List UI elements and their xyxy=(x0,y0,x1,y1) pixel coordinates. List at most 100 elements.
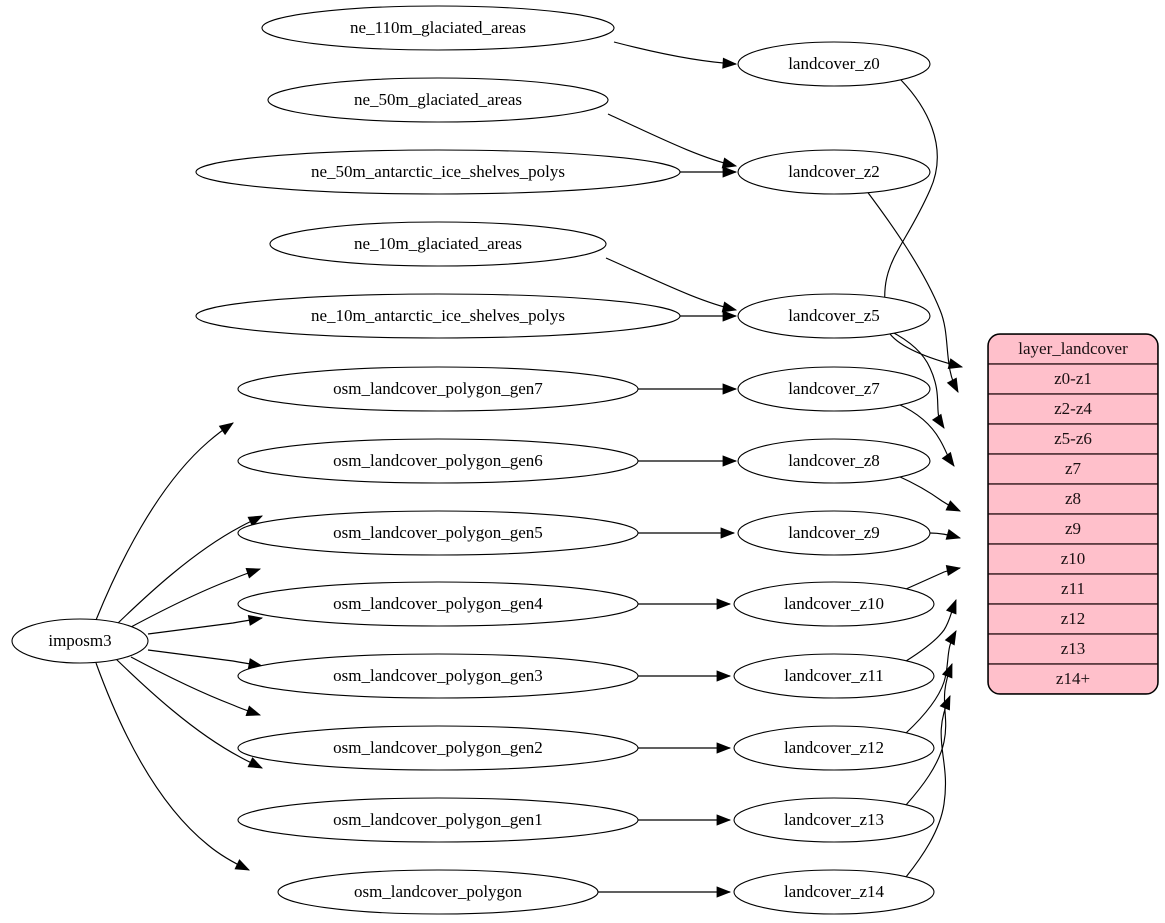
node-imposm3[interactable]: imposm3 xyxy=(11,618,149,664)
table-row-label: z8 xyxy=(1065,489,1081,508)
edge-imposm3-to-osm_landcover_polygon_gen3 xyxy=(147,649,264,670)
node-ne_50m_glaciated_areas[interactable]: ne_50m_glaciated_areas xyxy=(267,77,609,123)
table-row[interactable] xyxy=(988,393,1158,425)
arrowhead-icon xyxy=(931,413,945,429)
table-row[interactable] xyxy=(988,633,1158,665)
node-osm_landcover_polygon_gen6[interactable]: osm_landcover_polygon_gen6 xyxy=(237,438,639,484)
node-ne_50m_antarctic_ice_shelves_polys[interactable]: ne_50m_antarctic_ice_shelves_polys xyxy=(195,149,681,195)
node-ne_10m_glaciated_areas[interactable]: ne_10m_glaciated_areas xyxy=(269,221,607,267)
node-landcover_z0[interactable]: landcover_z0 xyxy=(737,41,931,87)
node-label: landcover_z7 xyxy=(788,379,880,398)
table-row[interactable] xyxy=(988,663,1158,694)
node-label: landcover_z11 xyxy=(784,666,883,685)
node-label: ne_10m_glaciated_areas xyxy=(354,234,522,253)
table-row-label: z12 xyxy=(1061,609,1086,628)
table-row[interactable] xyxy=(988,603,1158,635)
node-ne_10m_antarctic_ice_shelves_polys[interactable]: ne_10m_antarctic_ice_shelves_polys xyxy=(195,293,681,339)
edge-imposm3-to-osm_landcover_polygon_gen7 xyxy=(95,422,234,621)
node-label: landcover_z9 xyxy=(788,523,880,542)
edge-landcover_z10-to-table_row_6 xyxy=(905,565,962,590)
node-ne_110m_glaciated_areas[interactable]: ne_110m_glaciated_areas xyxy=(261,5,615,51)
edges-layer xyxy=(95,41,964,898)
edge-imposm3-to-osm_landcover_polygon_gen4 xyxy=(147,614,264,635)
node-osm_landcover_polygon_gen5[interactable]: osm_landcover_polygon_gen5 xyxy=(237,510,639,556)
osm-table-node-ellipse xyxy=(237,510,639,556)
table-row[interactable] xyxy=(988,543,1158,575)
table-row-label: z7 xyxy=(1065,459,1082,478)
node-landcover_z14[interactable]: landcover_z14 xyxy=(733,869,935,915)
node-landcover_z12[interactable]: landcover_z12 xyxy=(733,725,935,771)
table-row[interactable] xyxy=(988,363,1158,395)
node-label: landcover_z14 xyxy=(784,882,885,901)
landcover-node-ellipse xyxy=(733,581,935,627)
node-landcover_z9[interactable]: landcover_z9 xyxy=(737,510,931,556)
arrowhead-icon xyxy=(722,383,738,395)
table-row-label: z2-z4 xyxy=(1054,399,1092,418)
table-row-label: z10 xyxy=(1061,549,1086,568)
node-landcover_z5[interactable]: landcover_z5 xyxy=(737,293,931,339)
arrowhead-icon xyxy=(941,451,955,467)
node-osm_landcover_polygon_gen4[interactable]: osm_landcover_polygon_gen4 xyxy=(237,581,639,627)
edge-landcover_z5-to-table_row_2 xyxy=(889,330,945,429)
edge-line xyxy=(865,189,959,393)
edge-line xyxy=(130,656,261,716)
table-row-label: z13 xyxy=(1061,639,1086,658)
arrowhead-icon xyxy=(944,630,957,646)
node-label: ne_10m_antarctic_ice_shelves_polys xyxy=(311,306,565,325)
node-landcover_z8[interactable]: landcover_z8 xyxy=(737,438,931,484)
table-header-label: layer_landcover xyxy=(1018,339,1128,358)
node-osm_landcover_polygon_gen1[interactable]: osm_landcover_polygon_gen1 xyxy=(237,797,639,843)
node-osm_landcover_polygon[interactable]: osm_landcover_polygon xyxy=(277,869,599,915)
edge-osm_landcover_polygon_gen1-to-landcover_z13 xyxy=(638,814,732,826)
edge-landcover_z7-to-table_row_3 xyxy=(897,403,955,467)
edge-ne_110m_glaciated_areas-to-landcover_z0 xyxy=(613,41,738,69)
node-label: osm_landcover_polygon_gen1 xyxy=(333,810,543,829)
edge-line xyxy=(884,79,963,368)
landcover-node-ellipse xyxy=(733,797,935,843)
node-landcover_z2[interactable]: landcover_z2 xyxy=(737,149,931,195)
arrowhead-icon xyxy=(716,886,732,898)
table-row[interactable] xyxy=(988,453,1158,485)
edge-line xyxy=(147,649,263,667)
node-osm_landcover_polygon_gen3[interactable]: osm_landcover_polygon_gen3 xyxy=(237,653,639,699)
node-osm_landcover_polygon_gen2[interactable]: osm_landcover_polygon_gen2 xyxy=(237,725,639,771)
node-label: landcover_z13 xyxy=(784,810,884,829)
node-landcover_z7[interactable]: landcover_z7 xyxy=(737,366,931,412)
arrowhead-icon xyxy=(946,377,959,393)
node-landcover_z10[interactable]: landcover_z10 xyxy=(733,581,935,627)
table-row-label: z14+ xyxy=(1056,669,1090,688)
node-osm_landcover_polygon_gen7[interactable]: osm_landcover_polygon_gen7 xyxy=(237,366,639,412)
node-label: osm_landcover_polygon_gen6 xyxy=(333,451,543,470)
arrowhead-icon xyxy=(716,598,732,610)
edge-imposm3-to-osm_landcover_polygon_gen5 xyxy=(130,567,262,628)
node-label: osm_landcover_polygon_gen4 xyxy=(333,594,543,613)
node-label: ne_50m_antarctic_ice_shelves_polys xyxy=(311,162,565,181)
edge-line xyxy=(95,422,234,621)
table-row[interactable] xyxy=(988,483,1158,515)
node-label: osm_landcover_polygon_gen7 xyxy=(333,379,543,398)
edge-line xyxy=(905,663,953,806)
arrowhead-icon xyxy=(716,814,732,826)
table-row[interactable] xyxy=(988,513,1158,545)
node-label: osm_landcover_polygon xyxy=(354,882,523,901)
arrowhead-icon xyxy=(247,515,264,527)
table-row-label: z11 xyxy=(1061,579,1085,598)
edge-line xyxy=(613,41,737,65)
ne-source-node-ellipse xyxy=(195,293,681,339)
edge-line xyxy=(905,695,951,878)
edge-osm_landcover_polygon_gen6-to-landcover_z8 xyxy=(638,455,738,467)
node-landcover_z13[interactable]: landcover_z13 xyxy=(733,797,935,843)
node-landcover_z11[interactable]: landcover_z11 xyxy=(733,653,935,699)
osm-table-node-ellipse xyxy=(237,653,639,699)
table-row[interactable] xyxy=(988,423,1158,455)
node-label: landcover_z12 xyxy=(784,738,884,757)
osm-table-node-ellipse xyxy=(237,725,639,771)
osm-table-node-ellipse xyxy=(237,366,639,412)
edge-landcover_z12-to-table_row_8 xyxy=(905,630,957,734)
landcover-node-ellipse xyxy=(733,653,935,699)
landcover-node-ellipse xyxy=(737,438,931,484)
edge-osm_landcover_polygon-to-landcover_z14 xyxy=(597,886,732,898)
arrowhead-icon xyxy=(939,694,951,711)
